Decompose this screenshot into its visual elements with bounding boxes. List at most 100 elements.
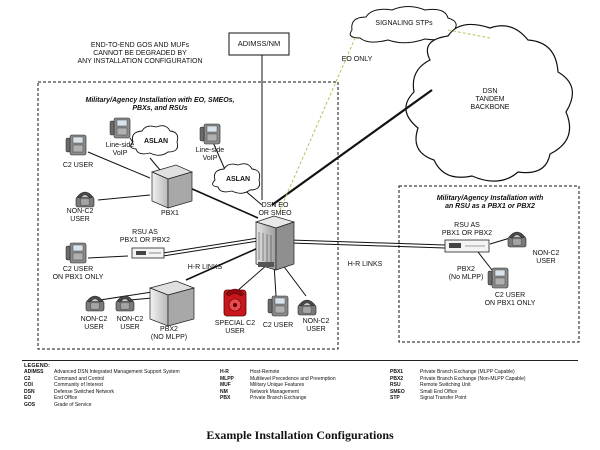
special-c2-label: SPECIAL C2 USER: [214, 320, 256, 335]
legend-abbr: DSN: [24, 388, 35, 395]
main-installation-title: Military/Agency Installation with EO, SM…: [85, 97, 235, 112]
lineside2-aslan-link: [211, 139, 227, 173]
legend-text: Small End Office: [420, 388, 458, 395]
hr-links-left-label: H-R LINKS: [187, 264, 223, 271]
c2-user-bottom-phone: [267, 295, 289, 317]
non-c2-bottom-link: [281, 263, 307, 297]
rsu-right-label: RSU AS PBX1 OR PBX2: [441, 222, 493, 237]
legend-text: Defense Switched Network: [54, 388, 115, 395]
legend-abbr: C2: [24, 375, 31, 382]
dsn-backbone-cloud: [405, 23, 573, 182]
legend-abbr: PBX1: [390, 369, 404, 375]
pbx1-label: PBX1: [161, 210, 179, 217]
legend-text: Military Unique Features: [250, 382, 305, 389]
figure-caption: Example Installation Configurations: [206, 428, 394, 442]
pbx1-eo-trunk: [189, 187, 259, 219]
legend-text: Grade of Service: [54, 401, 92, 408]
non-c2-bottom-label: NON-C2 USER: [302, 318, 330, 333]
aslan-cloud-lower: [212, 163, 261, 194]
non-c2-user-phone-a: [85, 295, 105, 312]
legend-text: Community of Interest: [54, 382, 103, 389]
legend-text: Host-Remote: [250, 369, 280, 375]
legend-row: C2 Command and Control: [24, 376, 180, 383]
legend-abbr: EO: [24, 395, 32, 402]
non-c2-user-phone-b: [115, 295, 135, 312]
legend-column-1: ADIMSS Advanced DSN Integrated Management…: [24, 369, 180, 409]
legend-row: PBX1 Private Branch Exchange (MLPP Capabl…: [390, 369, 526, 376]
aslan-pbx1-link: [149, 157, 161, 171]
rsu-left-unit: [131, 247, 165, 259]
hr-link-left-b: [162, 240, 259, 257]
legend-abbr: GOS: [24, 401, 36, 408]
main-installation-box: [37, 81, 339, 350]
legend-abbr: NM: [220, 388, 228, 395]
non-c2-user-phone-right: [507, 231, 527, 248]
rsu-installation-box: [398, 185, 580, 343]
legend-abbr: SMEO: [390, 388, 405, 395]
pbx2-left-label: PBX2 (NO MLPP): [150, 326, 188, 341]
legend-row: EO End Office: [24, 395, 180, 402]
legend-abbr: H-R: [220, 369, 229, 375]
rsu-left-label: RSU AS PBX1 OR PBX2: [119, 229, 171, 244]
pbx2-server: [148, 280, 196, 327]
legend-row: MUF Military Unique Features: [220, 382, 336, 389]
rsu-right-nonc2-link: [489, 237, 511, 245]
rsu-right-c2-link: [477, 251, 493, 271]
legend-row: H-R Host-Remote: [220, 369, 336, 376]
hr-links-mid-label: H-R LINKS: [347, 261, 383, 268]
legend-text: Private Branch Exchange (MLPP Capable): [420, 369, 515, 375]
pbx1-nonc2-link: [97, 194, 151, 201]
legend-text: Remote Switching Unit: [420, 382, 471, 389]
legend-abbr: MUF: [220, 382, 231, 389]
pbx2-right-label: PBX2 (No MLPP): [448, 266, 484, 281]
legend-abbr: ADIMSS: [24, 369, 44, 375]
legend-text: End Office: [54, 395, 78, 402]
non-c2-user-phone-bottom: [297, 299, 317, 316]
rsu-installation-title: Military/Agency Installation with an RSU…: [436, 195, 544, 210]
non-c2-a-label: NON-C2 USER: [80, 316, 108, 331]
hr-link-right-b: [289, 242, 446, 249]
stp-backbone-link: [447, 29, 491, 39]
legend-text: Advanced DSN Integrated Management Suppo…: [54, 369, 180, 375]
pbx2-eo-trunk: [185, 247, 259, 281]
legend-text: Private Branch Exchange: [250, 395, 307, 402]
legend-abbr: MLPP: [220, 375, 234, 382]
aslan-upper-label: ASLAN: [143, 138, 169, 145]
c2-user-pbx1-phone: [65, 242, 87, 264]
stp-signaling-link: [279, 35, 357, 211]
hr-link-left-a: [162, 237, 259, 254]
aslan-cloud-upper: [130, 125, 179, 156]
legend-text: Private Branch Exchange (Non-MLPP Capabl…: [420, 375, 526, 382]
special-c2-red-phone: [223, 288, 247, 317]
rsu-left-phone-link: [87, 255, 129, 259]
legend-text: Multilevel Precedence and Preemption: [250, 375, 336, 382]
dsn-eo-switch: [254, 215, 296, 271]
dsn-eo-label: DSN EO OR SMEO: [258, 202, 292, 217]
non-c2-user-left-label: NON-C2 USER: [66, 208, 94, 223]
legend-text: Command and Control: [54, 375, 105, 382]
c2-user-pbx1-phone-right: [487, 267, 509, 289]
pbx1-server: [150, 164, 194, 209]
rsu-right-unit: [444, 239, 490, 253]
aslan-lower-label: ASLAN: [225, 176, 251, 183]
legend-row: SMEO Small End Office: [390, 389, 526, 396]
eo-backbone-trunk: [271, 89, 433, 206]
pbx1-c2-link: [87, 151, 151, 179]
lineside-voip-label-1: Line-side VoIP: [105, 142, 135, 157]
non-c2-right-label: NON-C2 USER: [532, 250, 560, 265]
legend-abbr: RSU: [390, 382, 401, 389]
non-c2-b-label: NON-C2 USER: [116, 316, 144, 331]
adimss-box: [228, 32, 290, 56]
non-c2-user-phone-left: [75, 191, 95, 208]
signaling-stps-cloud: [349, 6, 457, 44]
legend-row: DSN Defense Switched Network: [24, 389, 180, 396]
hr-link-right-a: [289, 239, 446, 246]
pbx2-nonc2b-link: [129, 297, 153, 301]
lineside-voip-phone-2: [199, 123, 221, 145]
